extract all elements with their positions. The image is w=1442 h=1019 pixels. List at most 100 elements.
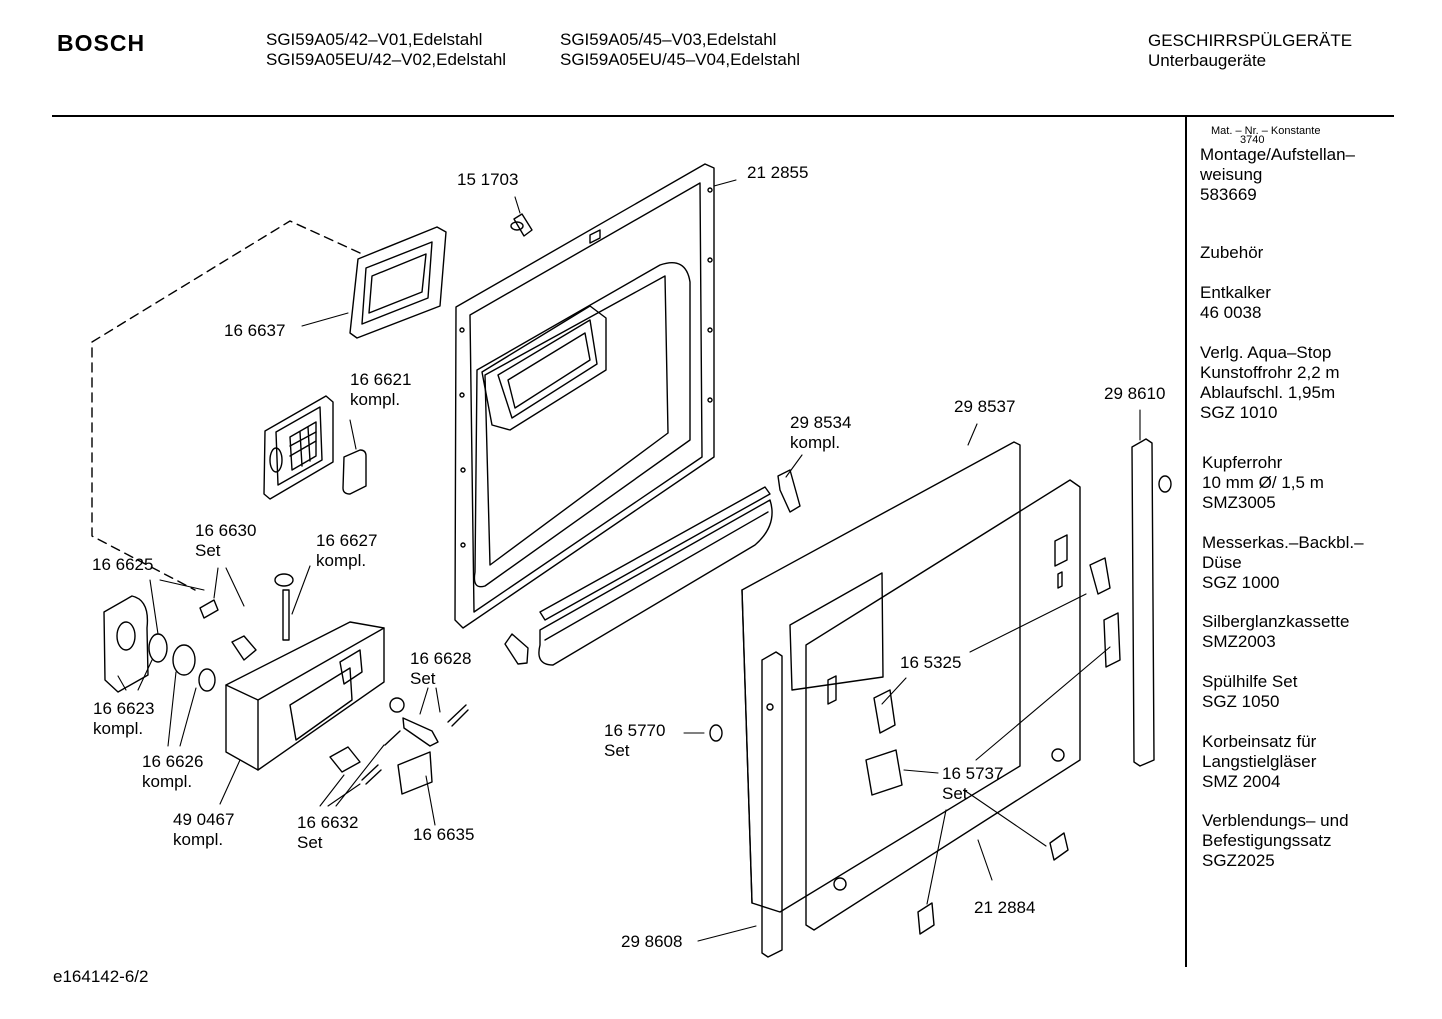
- sidebar-item-montage: Montage/Aufstellan– weisung 583669: [1200, 145, 1355, 205]
- part-suffix: Set: [195, 541, 221, 560]
- spring-part: [199, 599, 219, 619]
- part-label: 16 6632 Set: [297, 813, 358, 853]
- sidebar-line: SGZ 1050: [1202, 692, 1280, 711]
- part-label: 16 5325: [900, 653, 962, 672]
- sidebar-line: Kupferrohr: [1202, 453, 1283, 472]
- part-suffix: kompl.: [173, 830, 224, 849]
- part-label: 16 6626 kompl.: [142, 752, 203, 792]
- sidebar-line: Messerkas.–Backbl.–: [1202, 533, 1364, 552]
- sidebar-item-aquastop: Verlg. Aqua–Stop Kunstoffrohr 2,2 m Abla…: [1200, 343, 1340, 423]
- part-number: 16 6628: [410, 649, 472, 668]
- part-suffix: Set: [410, 669, 436, 688]
- model-list-1: SGI59A05/42–V01,Edelstahl SGI59A05EU/42–…: [266, 30, 506, 70]
- sidebar-line: 10 mm Ø/ 1,5 m: [1202, 473, 1324, 492]
- sidebar-item-spuelhilfe: Spülhilfe Set SGZ 1050: [1202, 672, 1297, 712]
- dispenser-body: [225, 621, 385, 771]
- part-label: 16 6627 kompl.: [316, 531, 377, 571]
- sidebar-line: Verblendungs– und: [1202, 811, 1349, 830]
- sidebar-line: Entkalker: [1200, 283, 1271, 302]
- sidebar-item-kupferrohr: Kupferrohr 10 mm Ø/ 1,5 m SMZ3005: [1202, 453, 1324, 513]
- matnr-value: 3740: [1240, 134, 1265, 146]
- foot-part: [1049, 832, 1069, 861]
- sidebar-item-silberglanz: Silberglanzkassette SMZ2003: [1202, 612, 1349, 652]
- mounting-frame: [789, 479, 1081, 931]
- assembly-dashed-line: [91, 220, 361, 591]
- sidebar-item-entkalker: Entkalker 46 0038: [1200, 283, 1271, 323]
- sidebar-line: Befestigungssatz: [1202, 831, 1332, 850]
- part-suffix: kompl.: [350, 390, 401, 409]
- part-label: 16 5737 Set: [942, 764, 1003, 804]
- sidebar-item-zubehoer: Zubehör: [1200, 243, 1263, 263]
- part-label: 16 5770 Set: [604, 721, 665, 761]
- bracket-part: [873, 689, 896, 734]
- part-number: 16 6621: [350, 370, 412, 389]
- bracket-part: [865, 749, 903, 796]
- seal-pad: [342, 449, 367, 495]
- spring-part: [361, 764, 382, 785]
- lever-part: [329, 746, 361, 773]
- part-label: 21 2884: [974, 898, 1036, 917]
- drawing-code: e164142-6/2: [53, 967, 149, 986]
- door-strip: [538, 486, 773, 666]
- part-suffix: kompl.: [316, 551, 367, 570]
- clip-part: [777, 469, 801, 513]
- sidebar-divider: [1185, 117, 1187, 967]
- sidebar-item-verblendung: Verblendungs– und Befestigungssatz SGZ20…: [1202, 811, 1349, 871]
- lever-part: [231, 635, 257, 661]
- sidebar-line: SGZ 1000: [1202, 573, 1280, 592]
- plug-part: [1158, 475, 1172, 493]
- part-number: 16 6626: [142, 752, 204, 771]
- sidebar-line: 46 0038: [1200, 303, 1262, 322]
- part-label: 21 2855: [747, 163, 809, 182]
- part-suffix: kompl.: [790, 433, 841, 452]
- o-ring-part: [198, 668, 216, 692]
- part-number: 16 6630: [195, 521, 257, 540]
- screw: [510, 213, 533, 237]
- part-label: 16 6628 Set: [410, 649, 471, 689]
- sidebar-line: Düse: [1202, 553, 1242, 572]
- part-label: 16 6623 kompl.: [93, 699, 154, 739]
- sidebar-line: Langstielgläser: [1202, 752, 1317, 771]
- sidebar-line: SGZ 1010: [1200, 403, 1278, 422]
- model-list-2: SGI59A05/45–V03,Edelstahl SGI59A05EU/45–…: [560, 30, 800, 70]
- part-label: 29 8610: [1104, 384, 1166, 403]
- spring-part: [384, 730, 401, 746]
- side-strip-left: [761, 651, 783, 958]
- part-number: 29 8534: [790, 413, 852, 432]
- cap-part: [103, 595, 149, 693]
- sidebar-line: SMZ 2004: [1202, 772, 1281, 791]
- sidebar-line: Kunstoffrohr 2,2 m: [1200, 363, 1340, 382]
- model-line: SGI59A05/42–V01,Edelstahl: [266, 30, 483, 49]
- sidebar-line: Spülhilfe Set: [1202, 672, 1298, 691]
- sidebar-line: Ablaufschl. 1,95m: [1200, 383, 1336, 402]
- sidebar-line: Zubehör: [1200, 243, 1264, 262]
- sidebar-line: Montage/Aufstellan–: [1200, 145, 1355, 164]
- sidebar-line: 583669: [1200, 185, 1257, 204]
- category-title: GESCHIRRSPÜLGERÄTE: [1148, 31, 1353, 50]
- sidebar-line: Silberglanzkassette: [1202, 612, 1350, 631]
- sidebar-line: Korbeinsatz für: [1202, 732, 1317, 751]
- part-label: 29 8537: [954, 397, 1016, 416]
- category-block: GESCHIRRSPÜLGERÄTE Unterbaugeräte: [1148, 31, 1352, 71]
- sidebar-item-korbeinsatz: Korbeinsatz für Langstielgläser SMZ 2004: [1202, 732, 1316, 792]
- foot-part: [917, 902, 935, 935]
- bracket-part: [1103, 612, 1121, 668]
- detergent-cover: [263, 395, 334, 500]
- header-rule: [52, 115, 1394, 117]
- sidebar-line: SMZ3005: [1202, 493, 1276, 512]
- sidebar-item-messerkasten: Messerkas.–Backbl.– Düse SGZ 1000: [1202, 533, 1364, 593]
- part-label: 16 6637: [224, 321, 286, 340]
- plug-part: [709, 724, 723, 742]
- sidebar-line: Verlg. Aqua–Stop: [1200, 343, 1332, 362]
- brand-logo: BOSCH: [57, 30, 146, 56]
- part-number: 49 0467: [173, 810, 235, 829]
- leader-lines: [117, 179, 1141, 942]
- part-suffix: kompl.: [93, 719, 144, 738]
- category-subtitle: Unterbaugeräte: [1148, 51, 1267, 70]
- gasket-frame: [349, 226, 447, 339]
- ball-part: [389, 697, 405, 713]
- switch-part: [397, 751, 433, 795]
- part-label: 49 0467 kompl.: [173, 810, 234, 850]
- part-number: 16 6632: [297, 813, 359, 832]
- part-label: 29 8534 kompl.: [790, 413, 851, 453]
